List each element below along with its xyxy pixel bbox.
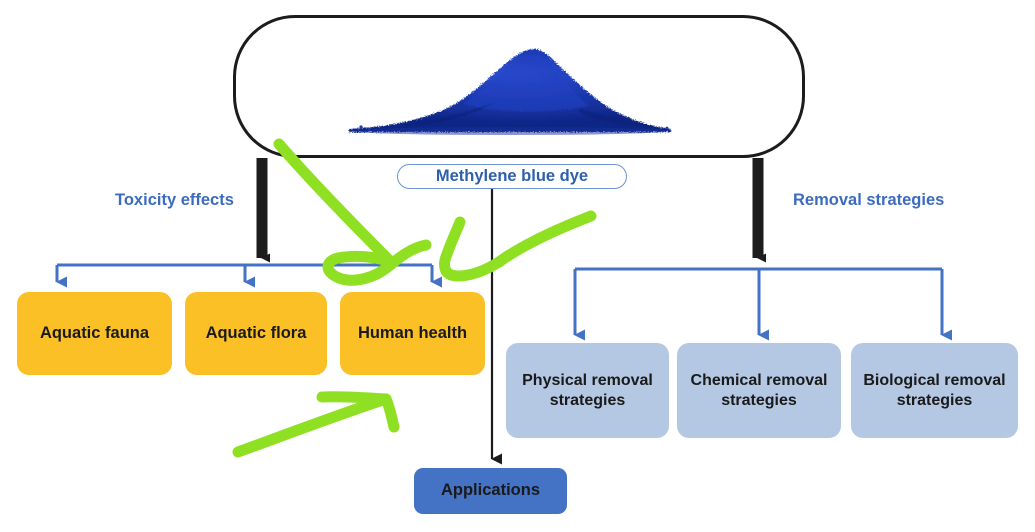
node-aquatic-fauna-label: Aquatic fauna — [39, 323, 150, 342]
node-human-health[interactable]: Human health — [340, 292, 485, 375]
node-biological-removal-line2: strategies — [896, 391, 973, 409]
node-aquatic-flora[interactable]: Aquatic flora — [185, 292, 327, 375]
green-arrow-to-human-health-bottom-barb2 — [380, 393, 400, 433]
center-label-text: Methylene blue dye — [435, 167, 589, 185]
dye-powder-image — [349, 49, 671, 135]
green-arrow-to-human-health-bottom-barb1 — [316, 391, 392, 405]
caption-toxicity-effects: Toxicity effects — [115, 191, 234, 210]
caption-toxicity-effects-text: Toxicity effects — [115, 191, 234, 209]
green-arrow-to-center-line-shaft — [493, 210, 597, 268]
node-applications-label: Applications — [440, 481, 540, 500]
center-label-methylene-blue-dye: Methylene blue dye — [397, 164, 627, 189]
green-arrow-to-human-health-bottom-shaft — [232, 393, 392, 458]
node-aquatic-fauna[interactable]: Aquatic fauna — [17, 292, 172, 375]
node-chemical-removal-strategies[interactable]: Chemical removal strategies — [677, 343, 841, 438]
green-arrow-to-human-health-top-head — [322, 239, 432, 286]
node-physical-removal-strategies[interactable]: Physical removal strategies — [506, 343, 669, 438]
node-biological-removal-line1: Biological removal — [863, 372, 1006, 390]
node-aquatic-flora-label: Aquatic flora — [205, 323, 307, 342]
node-chemical-removal-line1: Chemical removal — [690, 372, 828, 390]
node-chemical-removal-line2: strategies — [721, 391, 797, 409]
methylene-blue-dye-container — [233, 15, 805, 158]
node-physical-removal-line1: Physical removal — [522, 372, 653, 390]
node-applications[interactable]: Applications — [414, 468, 567, 514]
green-arrow-to-human-health-top-shaft — [273, 138, 397, 268]
caption-removal-strategies-text: Removal strategies — [793, 191, 945, 209]
node-physical-removal-line2: strategies — [549, 391, 626, 409]
green-arrow-to-center-line-head — [439, 216, 505, 282]
node-human-health-label: Human health — [357, 323, 468, 342]
caption-removal-strategies: Removal strategies — [793, 191, 944, 210]
node-biological-removal-strategies[interactable]: Biological removal strategies — [851, 343, 1018, 438]
